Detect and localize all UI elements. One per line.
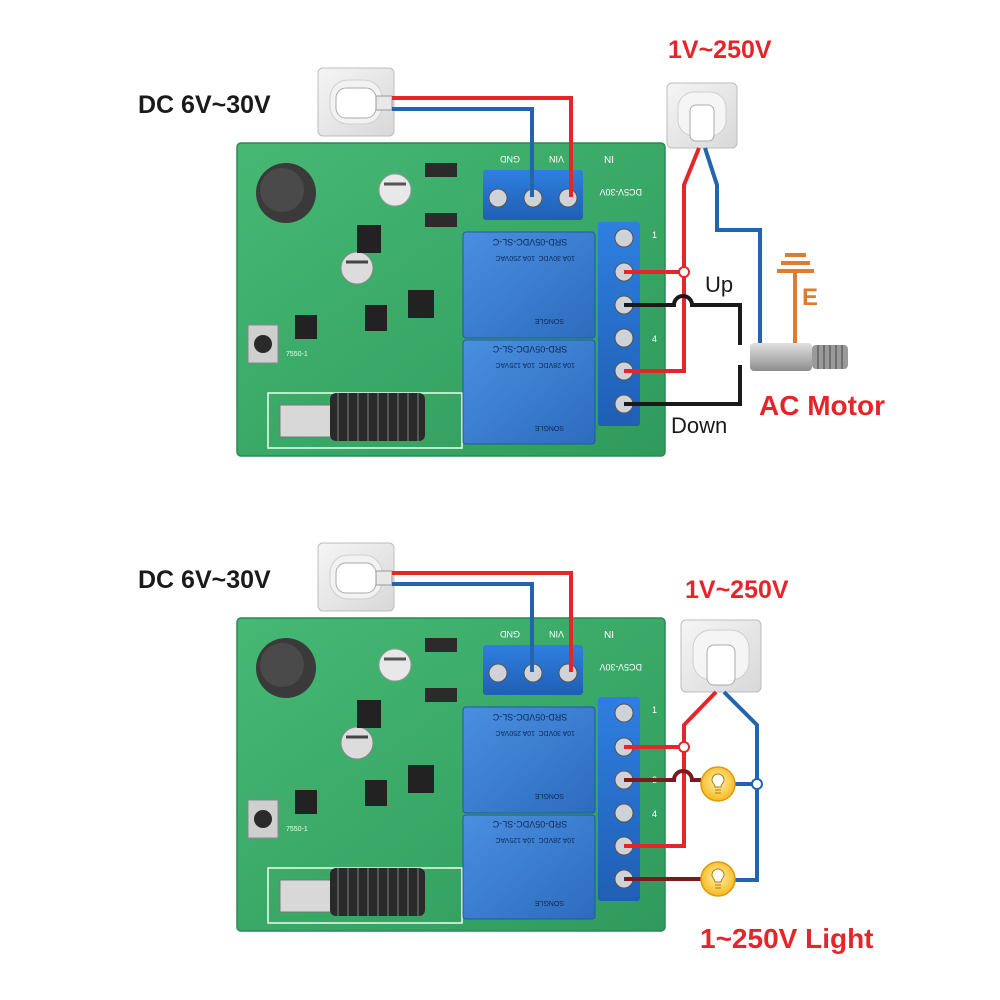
- dc-voltage-label: DC 6V~30V: [138, 566, 271, 594]
- channel-number: 4: [652, 809, 657, 819]
- rf-module: [279, 879, 333, 913]
- earth-letter: E: [802, 284, 818, 311]
- relay-1: SRD-05VDC-SL-C 10A 250VAC 10A 30VDC SONG…: [462, 231, 596, 339]
- relay-2: SRD-05VDC-SL-C 10A 125VAC 10A 28VDC SONG…: [462, 814, 596, 920]
- dc-positive-wire: [392, 571, 573, 672]
- down-label: Down: [671, 413, 727, 438]
- relay-rating: 10A 125VAC: [495, 361, 535, 368]
- voltage-mark: DC5V-30V: [599, 662, 642, 672]
- relay-board-top: 7550-1 GND VIN IN DC5V-30V SRD-05VD: [236, 142, 666, 457]
- voltage-mark: DC5V-30V: [599, 187, 642, 197]
- relay-1: SRD-05VDC-SL-C 10A 250VAC 10A 30VDC SONG…: [462, 706, 596, 814]
- motor-down-wire: [624, 365, 742, 406]
- light-bulb-icon: [700, 766, 736, 802]
- relay-model: SRD-05VDC-SL-C: [492, 237, 567, 247]
- top-diagram: 7550-1 GND VIN IN DC5V-30V SRD-05VD: [138, 36, 885, 457]
- terminal-label-gnd: GND: [500, 629, 521, 639]
- output-terminal-block: [598, 222, 640, 426]
- ac-voltage-label: 1V~250V: [668, 36, 772, 64]
- diode-component: [425, 163, 457, 177]
- relay-2: SRD-05VDC-SL-C 10A 125VAC 10A 28VDC SONG…: [462, 339, 596, 445]
- ac-neutral-wire: [722, 690, 759, 882]
- ac-power-socket: [680, 619, 762, 693]
- terminal-label-in: IN: [604, 628, 614, 639]
- dc-voltage-label: DC 6V~30V: [138, 91, 271, 119]
- ic-chip-4: [295, 790, 317, 814]
- relay-rating: 10A 125VAC: [495, 836, 535, 843]
- ic-chip-2: [408, 765, 434, 793]
- ic-chip-4: [295, 315, 317, 339]
- relay-rating: 10A 28VDC: [538, 361, 575, 368]
- capacitor-component-2: [340, 726, 374, 760]
- channel-number: 1: [652, 705, 657, 715]
- up-label: Up: [705, 272, 733, 297]
- light-bulb-icon: [700, 861, 736, 897]
- dc-power-socket: [317, 67, 395, 137]
- ac-live-wire: [624, 147, 701, 274]
- capacitor-component: [378, 173, 412, 207]
- motor-up-wire: [624, 294, 742, 345]
- relay-brand: SONGLE: [534, 899, 564, 906]
- relay-board-bottom: 7550-1 GND VIN IN DC5V-30V SRD-05VDC-SL-…: [236, 617, 666, 932]
- ic-chip: [357, 225, 381, 253]
- relay-rating: 10A 28VDC: [538, 836, 575, 843]
- rf-module: [279, 404, 333, 438]
- dc-negative-wire: [392, 582, 534, 672]
- ac-neutral-wire: [703, 147, 762, 350]
- ic-chip-2: [408, 290, 434, 318]
- ac-voltage-label: 1V~250V: [685, 576, 789, 604]
- relay-rating: 10A 250VAC: [495, 254, 535, 261]
- light-voltage-label: 1~250V Light: [700, 923, 874, 954]
- ac-power-socket: [666, 82, 738, 149]
- relay-brand: SONGLE: [534, 424, 564, 431]
- relay-brand: SONGLE: [534, 792, 564, 799]
- ic-chip: [357, 700, 381, 728]
- relay-rating: 10A 250VAC: [495, 729, 535, 736]
- dc-negative-wire: [392, 107, 534, 197]
- terminal-label-vin: VIN: [549, 629, 564, 639]
- earth-symbol: [777, 253, 814, 345]
- diode-component-2: [425, 213, 457, 227]
- capacitor-component: [378, 648, 412, 682]
- channel-number: 1: [652, 230, 657, 240]
- ac-live-wire: [624, 690, 718, 749]
- dc-power-socket: [317, 542, 395, 612]
- ac-live-wire-branch: [624, 272, 686, 373]
- antenna-coil: [330, 868, 425, 916]
- relay-model: SRD-05VDC-SL-C: [492, 819, 567, 829]
- relay-rating: 10A 30VDC: [538, 254, 575, 261]
- chip-mark: 7550-1: [286, 826, 308, 833]
- ac-live-wire-branch: [624, 747, 686, 848]
- antenna-coil: [330, 393, 425, 441]
- diode-component: [425, 638, 457, 652]
- chip-mark: 7550-1: [286, 351, 308, 358]
- diode-component-2: [425, 688, 457, 702]
- ic-chip-3: [365, 305, 387, 331]
- bottom-diagram: 7550-1 GND VIN IN DC5V-30V SRD-05VDC-SL-…: [138, 542, 874, 954]
- relay-brand: SONGLE: [534, 317, 564, 324]
- relay-model: SRD-05VDC-SL-C: [492, 344, 567, 354]
- dc-positive-wire: [392, 96, 573, 197]
- ac-motor-label: AC Motor: [759, 390, 885, 421]
- terminal-label-in: IN: [604, 153, 614, 164]
- ic-chip-3: [365, 780, 387, 806]
- light-1-wire: [624, 769, 701, 782]
- terminal-label-vin: VIN: [549, 154, 564, 164]
- output-terminal-block: [598, 697, 640, 901]
- capacitor-component-2: [340, 251, 374, 285]
- relay-model: SRD-05VDC-SL-C: [492, 712, 567, 722]
- terminal-label-gnd: GND: [500, 154, 521, 164]
- relay-rating: 10A 30VDC: [538, 729, 575, 736]
- ac-motor-icon: [750, 343, 848, 371]
- channel-number: 4: [652, 334, 657, 344]
